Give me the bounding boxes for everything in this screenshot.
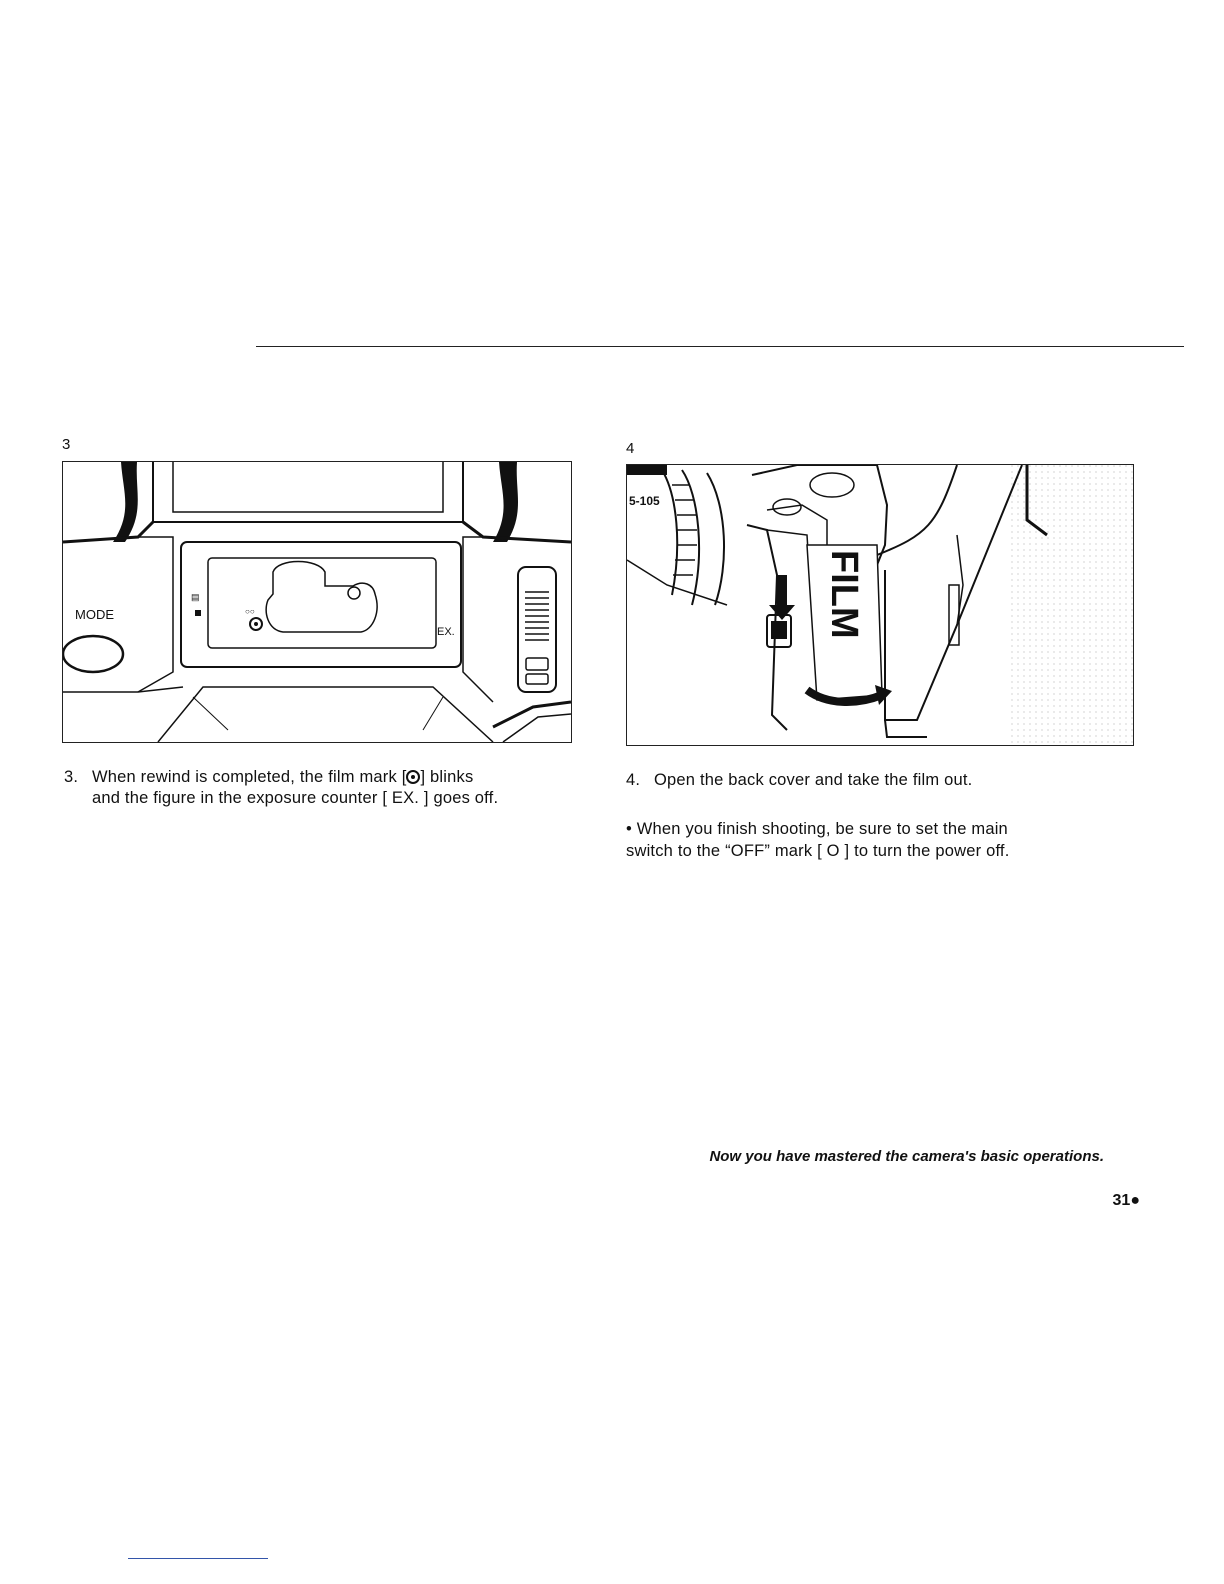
page-number: 31● [1112, 1192, 1140, 1209]
caption-3-line1: When rewind is completed, the film mark … [92, 768, 407, 786]
caption-3-number: 3. [64, 768, 79, 786]
figure-4-camera-back-open: 5-105 FILM [626, 464, 1134, 746]
top-rule [256, 346, 1184, 347]
figure-4-number: 4 [626, 440, 635, 457]
ex-label: EX. [437, 626, 455, 638]
caption-3-line1-end: ] blinks [420, 768, 474, 786]
film-label: FILM [823, 550, 865, 639]
svg-text:▤: ▤ [191, 592, 200, 602]
svg-text:5-105: 5-105 [629, 494, 660, 508]
note-line1: • When you finish shooting, be sure to s… [626, 820, 1008, 838]
caption-3: 3. When rewind is completed, the film mar… [64, 767, 584, 809]
bottom-rule [128, 1558, 268, 1559]
power-off-note: • When you finish shooting, be sure to s… [626, 818, 1166, 862]
caption-4: 4. Open the back cover and take the film … [626, 770, 1146, 791]
svg-text:○○: ○○ [245, 607, 255, 616]
caption-4-number: 4. [626, 771, 641, 789]
film-mark-icon [406, 770, 421, 784]
mode-label: MODE [75, 607, 114, 622]
figure-4-drawing: 5-105 FILM [627, 465, 1133, 745]
figure-3-camera-top-panel: ▤ ○○ MODE EX. [62, 461, 572, 743]
caption-3-line2: and the figure in the exposure counter [… [92, 789, 499, 807]
closing-statement: Now you have mastered the camera's basic… [709, 1148, 1104, 1165]
note-line2: switch to the “OFF” mark [ O ] to turn t… [626, 842, 1010, 860]
figure-3-drawing: ▤ ○○ MODE EX. [63, 462, 571, 742]
figure-3-number: 3 [62, 436, 71, 453]
caption-4-line1: Open the back cover and take the film ou… [654, 771, 973, 789]
